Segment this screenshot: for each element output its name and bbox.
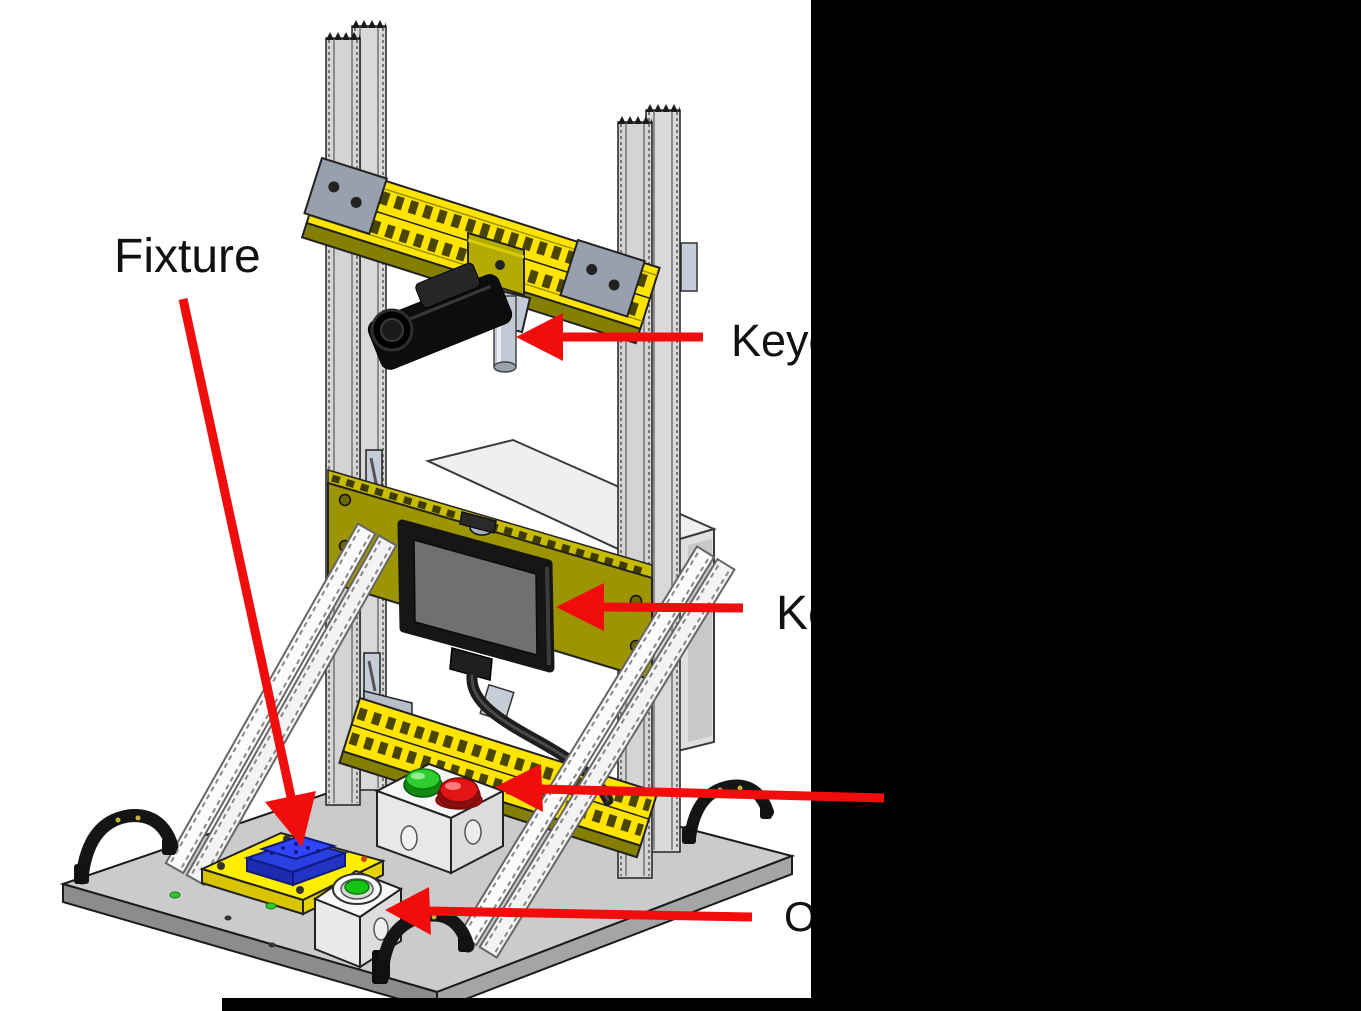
red-button (435, 777, 483, 810)
column-tab-plate (680, 242, 698, 292)
arrow-camera (516, 313, 703, 361)
label-fixture: Fixture (114, 230, 261, 283)
operator-green-button (332, 873, 382, 905)
arrow-operator-button (385, 887, 753, 935)
beam-end-plate-right (559, 238, 646, 318)
arrow-pushbuttons (495, 764, 885, 812)
display-connector (449, 647, 493, 681)
base-indicator-dots (169, 891, 277, 948)
display-screen (413, 539, 538, 656)
blue-fixture (243, 834, 349, 887)
redaction-right-block (811, 0, 1361, 1011)
arrow-fixture (178, 298, 316, 847)
green-button (403, 768, 443, 798)
arrow-display (556, 583, 744, 631)
pushbutton-box (374, 762, 506, 875)
right-column (617, 104, 681, 879)
clamp-handle-left (74, 809, 179, 885)
display-mount-tab (459, 511, 497, 534)
display-unit (397, 511, 555, 681)
annotation-arrows (178, 298, 885, 935)
redaction-bottom-bar (222, 998, 1361, 1011)
beam-end-plate-left (303, 156, 389, 236)
right-diagonal-brace (457, 545, 736, 959)
keyence-camera (367, 262, 532, 373)
